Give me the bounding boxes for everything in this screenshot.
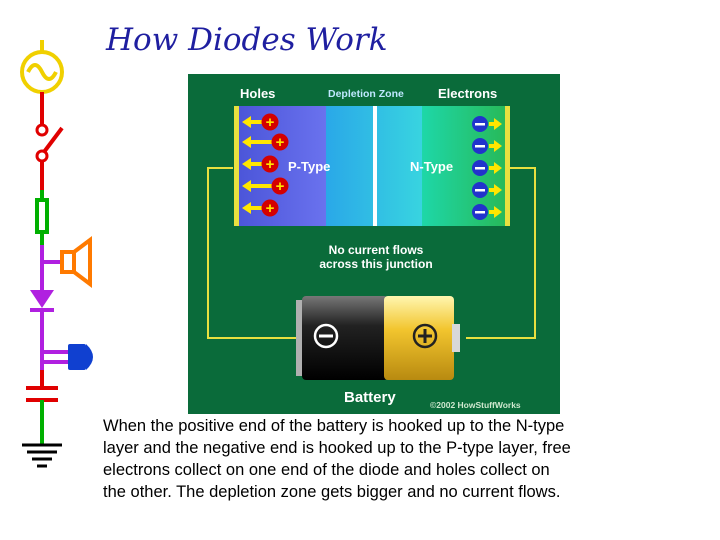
page-title: How Diodes Work: [106, 22, 388, 58]
battery: [296, 296, 460, 380]
electron: [472, 160, 502, 176]
n-type-label: N-Type: [410, 159, 453, 174]
wire-left: [207, 167, 298, 339]
electron: [472, 138, 502, 154]
plus-icon: [412, 323, 438, 349]
minus-icon: [313, 323, 339, 349]
caption-line: the other. The depletion zone gets bigge…: [103, 483, 561, 501]
wire-right: [466, 167, 536, 339]
led-icon: [42, 344, 93, 370]
svg-text:+: +: [266, 156, 275, 173]
diode-icon: [30, 290, 54, 370]
electron: [472, 116, 502, 132]
ground-icon: [22, 443, 62, 468]
holes-label: Holes: [240, 86, 275, 101]
battery-negative-body: [302, 296, 388, 380]
battery-positive-body: [384, 296, 454, 380]
svg-text:+: +: [276, 134, 285, 151]
caption: When the positive end of the battery is …: [103, 415, 663, 503]
diode-diagram: Holes Depletion Zone Electrons P-Type N-…: [188, 74, 560, 414]
hole: +: [242, 177, 289, 195]
depletion-zone-label: Depletion Zone: [328, 88, 404, 100]
caption-line: When the positive end of the battery is …: [103, 417, 565, 435]
hole: +: [242, 199, 279, 217]
switch-icon: [35, 123, 64, 190]
hole: +: [242, 133, 289, 151]
electrons-group: [472, 116, 502, 220]
n-contact: [505, 106, 510, 226]
capacitor-icon: [26, 370, 58, 445]
p-contact: [234, 106, 239, 226]
hole: +: [242, 155, 279, 173]
speaker-icon: [40, 236, 92, 290]
caption-line: layer and the negative end is hooked up …: [103, 439, 571, 457]
holes-group: + + + + +: [242, 113, 289, 217]
svg-text:+: +: [276, 178, 285, 195]
copyright-label: ©2002 HowStuffWorks: [430, 400, 521, 410]
svg-text:+: +: [266, 114, 275, 131]
caption-line: electrons collect on one end of the diod…: [103, 461, 550, 479]
resistor-icon: [35, 190, 49, 245]
circuit-symbol-strip: [20, 40, 93, 468]
junction-note-line2: across this junction: [319, 257, 432, 271]
electrons-label: Electrons: [438, 86, 497, 101]
p-type-label: P-Type: [288, 159, 330, 174]
electron: [472, 204, 502, 220]
junction-note-line1: No current flows: [329, 243, 424, 257]
hole: +: [242, 113, 279, 131]
battery-label: Battery: [344, 389, 396, 406]
junction-line: [373, 106, 377, 226]
electron: [472, 182, 502, 198]
ac-source-icon: [20, 40, 64, 125]
svg-text:+: +: [266, 200, 275, 217]
